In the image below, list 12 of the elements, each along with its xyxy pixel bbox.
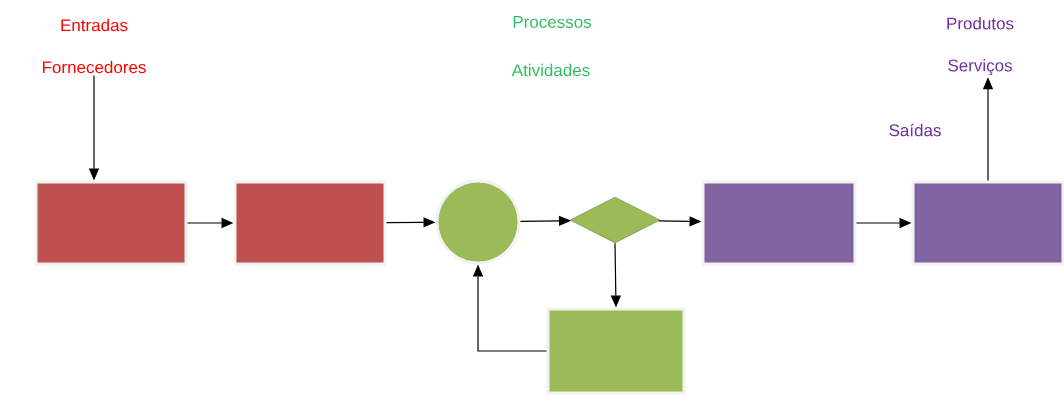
process-box [701, 180, 857, 266]
text-label: Atividades [511, 63, 590, 77]
process-box [233, 180, 387, 266]
text-label: Processos [513, 16, 592, 28]
text-label: Saídas [889, 123, 941, 137]
text-label: Produtos Serviços [947, 17, 1014, 75]
process-box [34, 180, 188, 266]
text-label: Entradas Fornecedores [42, 18, 146, 74]
process-box [546, 307, 686, 395]
decision-diamond [569, 196, 661, 244]
process-box [911, 180, 1064, 266]
process-circle [435, 179, 521, 265]
